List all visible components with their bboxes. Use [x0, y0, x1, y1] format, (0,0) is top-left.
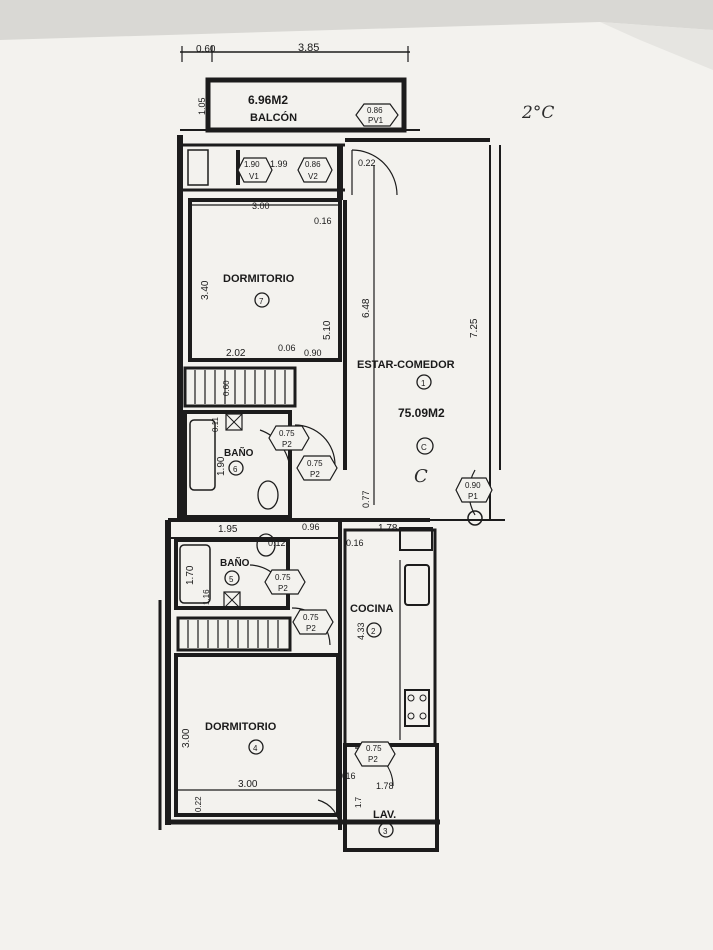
dormitorio-bottom-walls — [174, 653, 340, 817]
p2b-size: 0.75 — [307, 459, 323, 468]
closet-bottom — [176, 616, 292, 652]
estar-symbol — [416, 437, 434, 455]
handwritten-note: 2°C — [521, 103, 554, 123]
dorm-bottom-number: 4 — [253, 744, 258, 753]
p2a-code: P2 — [282, 440, 292, 449]
room-circle-4 — [248, 739, 264, 755]
dim-bano2-small: 1.16 — [202, 589, 211, 605]
room-circle-7 — [254, 292, 270, 308]
pv1-code: PV1 — [368, 116, 384, 125]
v2-code: V2 — [308, 172, 318, 181]
room-circle-6 — [228, 460, 244, 476]
dim-090: 0.90 — [304, 348, 322, 358]
dim-006: 0.06 — [278, 343, 296, 353]
dim-bano-height: 1.90 — [216, 456, 227, 476]
p2e-size: 0.75 — [366, 744, 382, 753]
tag-p2-d — [292, 609, 334, 635]
p2d-size: 0.75 — [303, 613, 319, 622]
dim-estar-height: 6.48 — [361, 298, 372, 318]
dim-510: 5.10 — [322, 320, 333, 340]
v2-size: 0.86 — [305, 160, 321, 169]
dim-022b: 0.22 — [194, 796, 203, 812]
dorm-bottom-name: DORMITORIO — [205, 721, 277, 733]
dim-lav-height: 1.7 — [354, 796, 363, 808]
p2a-size: 0.75 — [279, 429, 295, 438]
dim-022: 0.22 — [358, 158, 376, 168]
bano-bottom-name: BAÑO — [220, 556, 250, 569]
estar-area: 75.09M2 — [398, 406, 445, 420]
dim-077: 0.77 — [361, 490, 371, 508]
balcon-area: 6.96M2 — [248, 93, 288, 107]
paper-sheet — [0, 22, 713, 950]
dim-bano-width: 1.95 — [218, 524, 238, 535]
tag-p1 — [455, 477, 493, 503]
p2d-code: P2 — [306, 624, 316, 633]
lavadero-walls — [343, 743, 439, 852]
room-circle-3 — [378, 822, 394, 838]
dim-lav-width: 1.78 — [376, 781, 394, 791]
tag-p2-a — [268, 425, 310, 451]
dim-bano-small: 0.11 — [211, 416, 220, 432]
estar-name: ESTAR-COMEDOR — [357, 359, 455, 371]
estar-unit-symbol: C — [421, 443, 427, 452]
lav-number: 3 — [383, 827, 388, 836]
closet-top — [183, 366, 297, 408]
dim-window-gap: 1.99 — [270, 159, 288, 169]
dim-balcony-depth: 1.05 — [197, 97, 207, 115]
dim-dorm-width: 3.00 — [252, 201, 270, 211]
v1-size: 1.90 — [244, 160, 260, 169]
v1-code: V1 — [249, 172, 259, 181]
bano-top-walls — [183, 410, 292, 519]
p2e-code: P2 — [368, 755, 378, 764]
room-circle-5 — [224, 570, 240, 586]
dim-012: 0.12 — [268, 538, 286, 548]
dim-016c: 0.16 — [338, 771, 356, 781]
tag-v1 — [237, 157, 273, 183]
floor-plan — [158, 46, 505, 852]
tag-p2-c — [264, 569, 306, 595]
dim-016b: 0.16 — [346, 538, 364, 548]
dim-bano2-height: 1.70 — [185, 565, 196, 585]
p2c-code: P2 — [278, 584, 288, 593]
dorm-top-number: 7 — [259, 297, 264, 306]
dim-closet-depth: 0.60 — [222, 380, 231, 396]
dim-dorm-height: 3.40 — [200, 280, 211, 300]
lav-name: LAV. — [373, 809, 396, 821]
cocina-number: 2 — [371, 627, 376, 636]
p2b-code: P2 — [310, 470, 320, 479]
tag-pv1 — [355, 103, 399, 127]
room-circle-2 — [366, 622, 382, 638]
tag-p2-b — [296, 455, 338, 481]
p2c-size: 0.75 — [275, 573, 291, 582]
cocina-name: COCINA — [350, 603, 393, 615]
tag-p2-e — [354, 741, 396, 767]
door-marker — [467, 510, 483, 526]
bano-top-number: 6 — [233, 465, 238, 474]
p1-code: P1 — [468, 492, 478, 501]
dorm-top-name: DORMITORIO — [223, 273, 295, 285]
dim-kitchen-width: 1.78 — [378, 523, 398, 534]
bano-bottom-number: 5 — [229, 575, 234, 584]
dim-016: 0.16 — [314, 216, 332, 226]
dim-096: 0.96 — [302, 522, 320, 532]
dim-top-width: 3.85 — [298, 42, 319, 54]
estar-number: 1 — [421, 379, 426, 388]
tag-v2 — [297, 157, 333, 183]
dim-estar-height-2: 7.25 — [469, 318, 480, 338]
bano-top-name: BAÑO — [224, 446, 254, 459]
dim-top-small: 0.60 — [196, 44, 216, 55]
dim-dorm2-width: 3.00 — [238, 779, 258, 790]
dim-closet-width: 2.02 — [226, 348, 246, 359]
dormitorio-top-walls — [188, 198, 342, 362]
dim-cocina-height: 4.33 — [356, 622, 366, 640]
dim-dorm2-height: 3.00 — [181, 728, 192, 748]
balcon-name: BALCÓN — [250, 111, 297, 124]
pv1-size: 0.86 — [367, 106, 383, 115]
handwritten-unit-letter: C — [414, 466, 428, 487]
p1-size: 0.90 — [465, 481, 481, 490]
room-circle-1 — [416, 374, 432, 390]
